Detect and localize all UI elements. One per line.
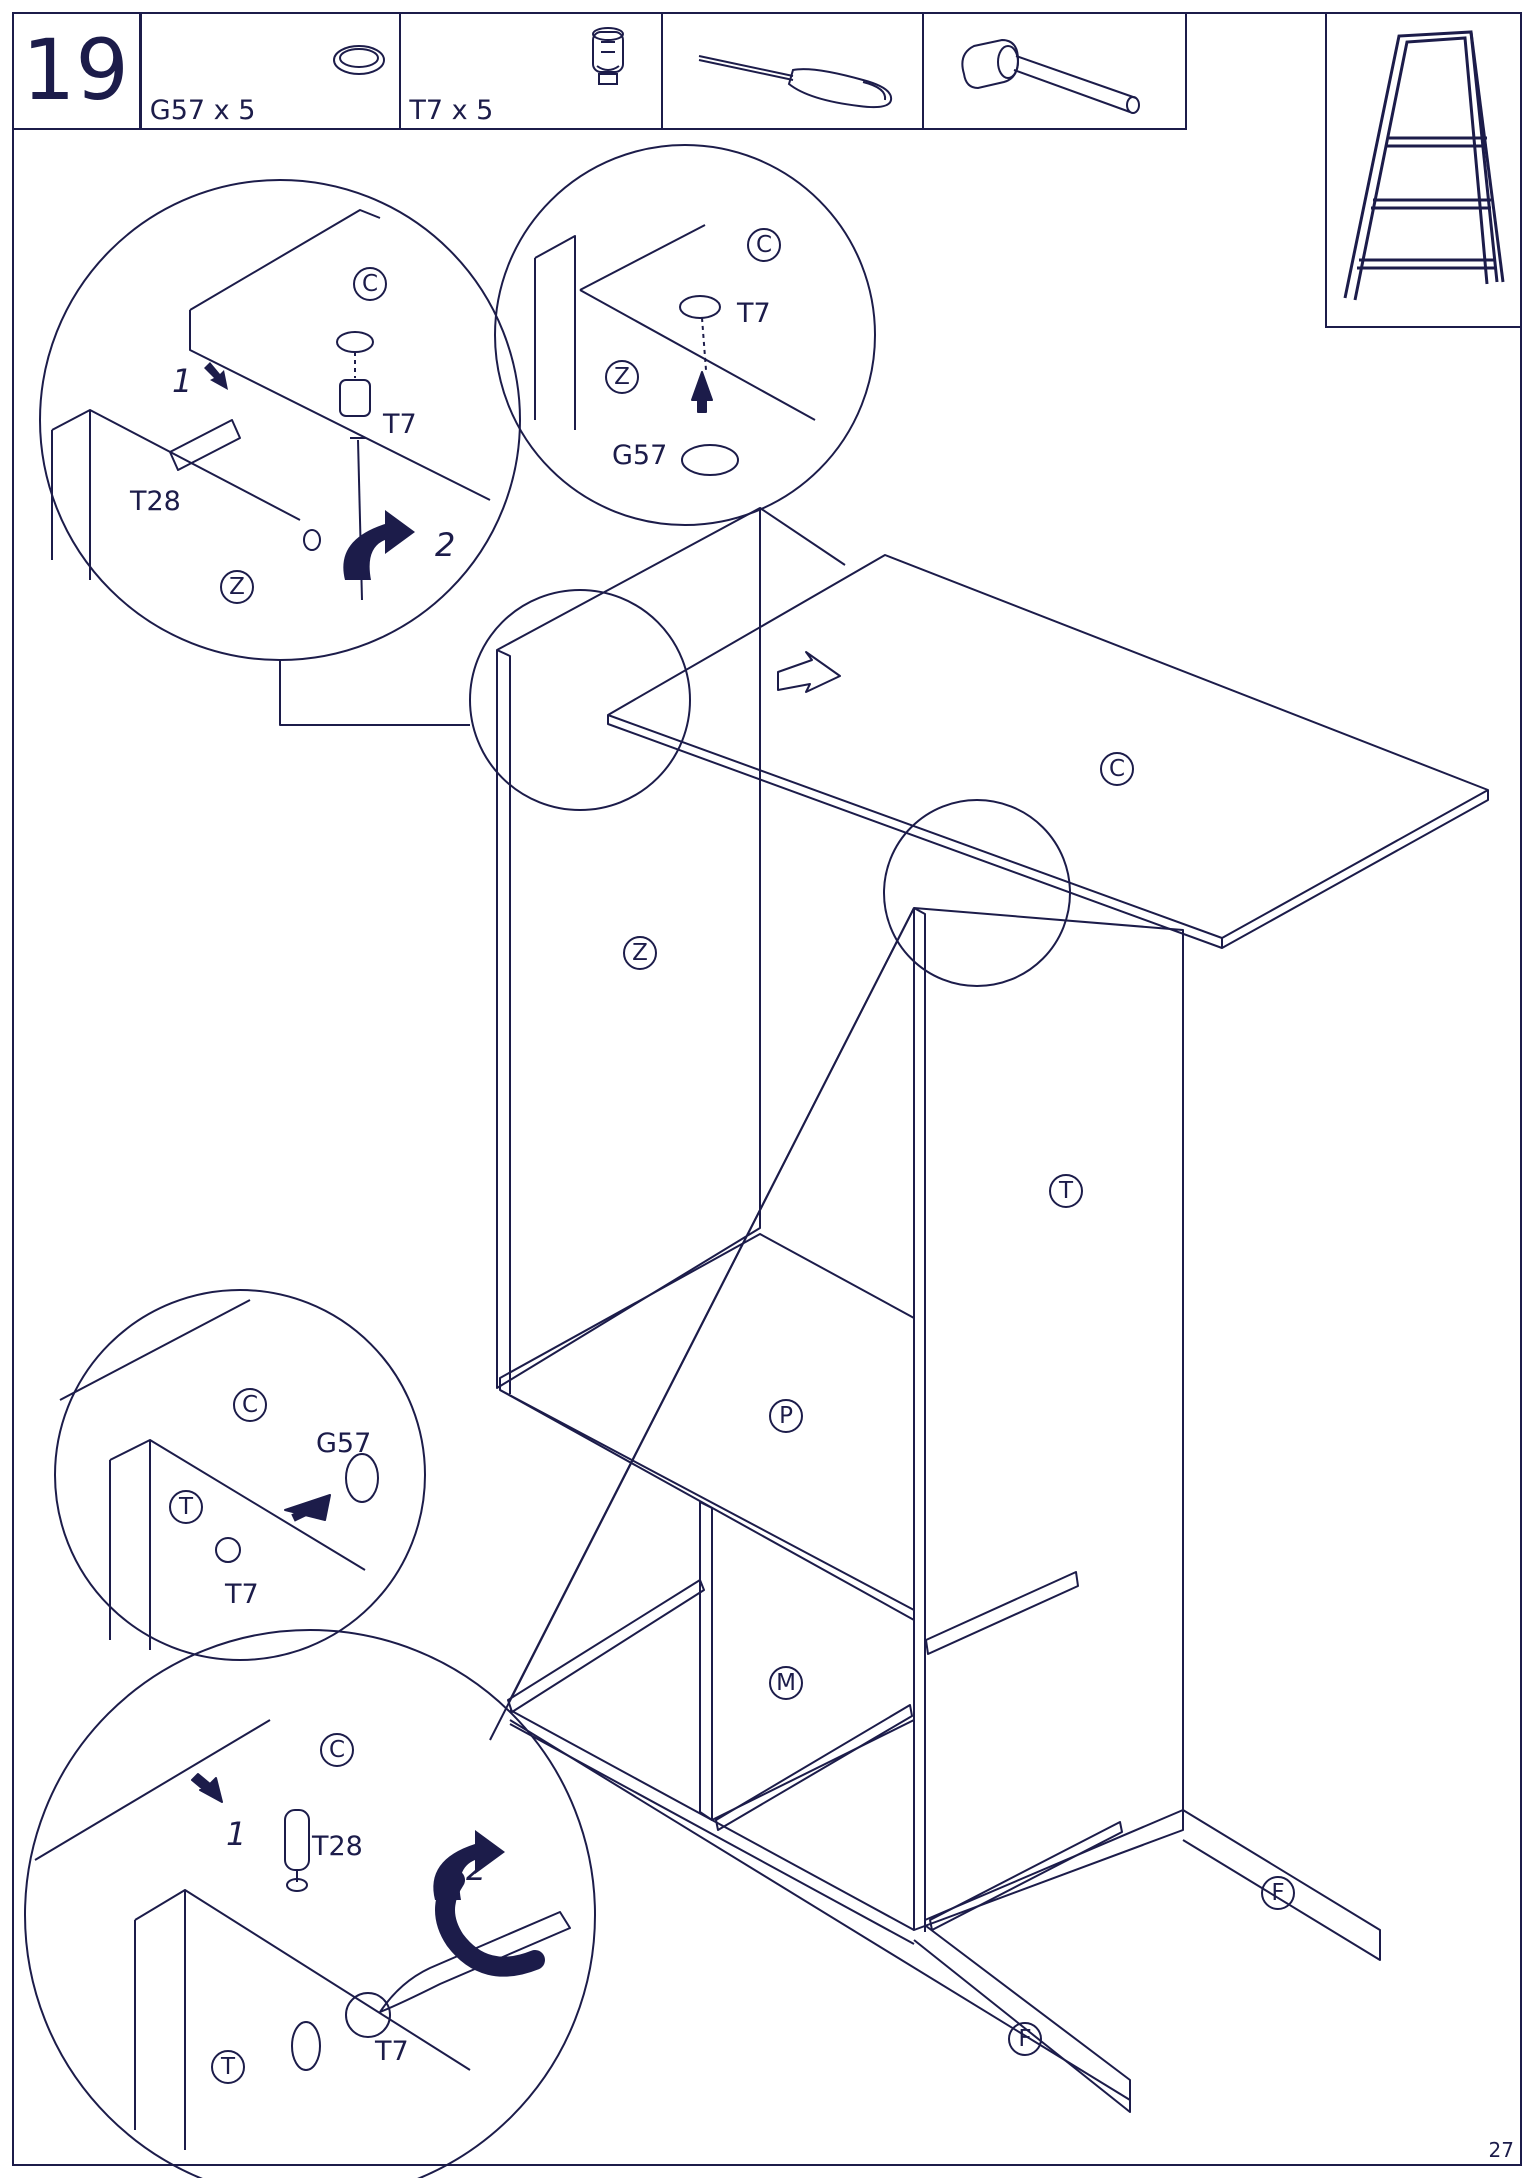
highlight-circle-back-corner <box>469 589 691 811</box>
detail-bottom-left-contents <box>59 1299 379 1650</box>
callout-t7: T7 <box>374 2036 409 2067</box>
part-cell-g57: G57 x 5 <box>142 12 402 128</box>
wardrobe-carcass <box>496 507 1381 2113</box>
step-marker-1: 1 <box>226 1815 246 1853</box>
part-quantity-g57: G57 x 5 <box>149 95 256 126</box>
label-f: F <box>1018 2026 1031 2052</box>
ladder-icon <box>1343 30 1505 301</box>
detail-top-left-contents <box>51 209 491 601</box>
page-number: 27 <box>1488 2138 1514 2162</box>
label-t: T <box>178 1494 194 1520</box>
detail-top-middle-contents <box>534 224 816 476</box>
rotate-arrow-icon <box>204 362 505 1900</box>
label-c: C <box>329 1737 345 1763</box>
page-frame <box>12 12 1522 2166</box>
top-panel <box>607 554 1489 949</box>
label-t: T <box>220 2054 236 2080</box>
callout-t7: T7 <box>382 409 417 440</box>
callout-t28: T28 <box>129 486 181 517</box>
callout-g57: G57 <box>612 440 667 471</box>
step-marker-2: 2 <box>466 1850 486 1888</box>
part-quantity-t7: T7 x 5 <box>409 95 494 126</box>
detail-bottom-contents <box>34 1719 571 2150</box>
callout-t7: T7 <box>224 1579 259 1610</box>
detail-circle-top-middle <box>494 144 876 526</box>
label-z: Z <box>614 364 630 390</box>
parts-header: 19 G57 x 5 T7 x 5 <box>12 12 1187 130</box>
label-t: T <box>1058 1178 1074 1204</box>
cam-lock-icon <box>592 27 625 85</box>
ladder-panel <box>1325 12 1522 328</box>
step-number: 19 <box>12 12 142 128</box>
tool-cell-hammer <box>924 12 1187 128</box>
detail-circle-top-left <box>39 179 521 661</box>
label-z: Z <box>632 940 648 966</box>
screwdriver-icon <box>698 55 892 109</box>
detail-circle-bottom <box>24 1629 596 2178</box>
cap-icon <box>332 45 385 75</box>
step-marker-2: 2 <box>435 526 455 564</box>
callout-t28: T28 <box>311 1831 363 1862</box>
label-c: C <box>242 1392 258 1418</box>
callout-t7: T7 <box>736 298 771 329</box>
label-p: P <box>779 1403 793 1429</box>
label-c: C <box>756 232 772 258</box>
callout-g57: G57 <box>316 1428 371 1459</box>
label-c: C <box>362 271 378 297</box>
part-letter-circles <box>169 228 1295 2084</box>
label-z: Z <box>229 574 245 600</box>
part-cell-t7: T7 x 5 <box>401 12 663 128</box>
arrow-icon <box>777 651 841 693</box>
tool-cell-screwdriver <box>663 12 925 128</box>
label-m: M <box>776 1670 796 1696</box>
label-f: F <box>1271 1880 1284 1906</box>
step-marker-1: 1 <box>172 362 192 400</box>
detail-circle-bottom-left <box>54 1289 426 1661</box>
hammer-icon <box>961 38 1141 114</box>
label-c: C <box>1109 756 1125 782</box>
highlight-circle-front-corner <box>883 799 1071 987</box>
